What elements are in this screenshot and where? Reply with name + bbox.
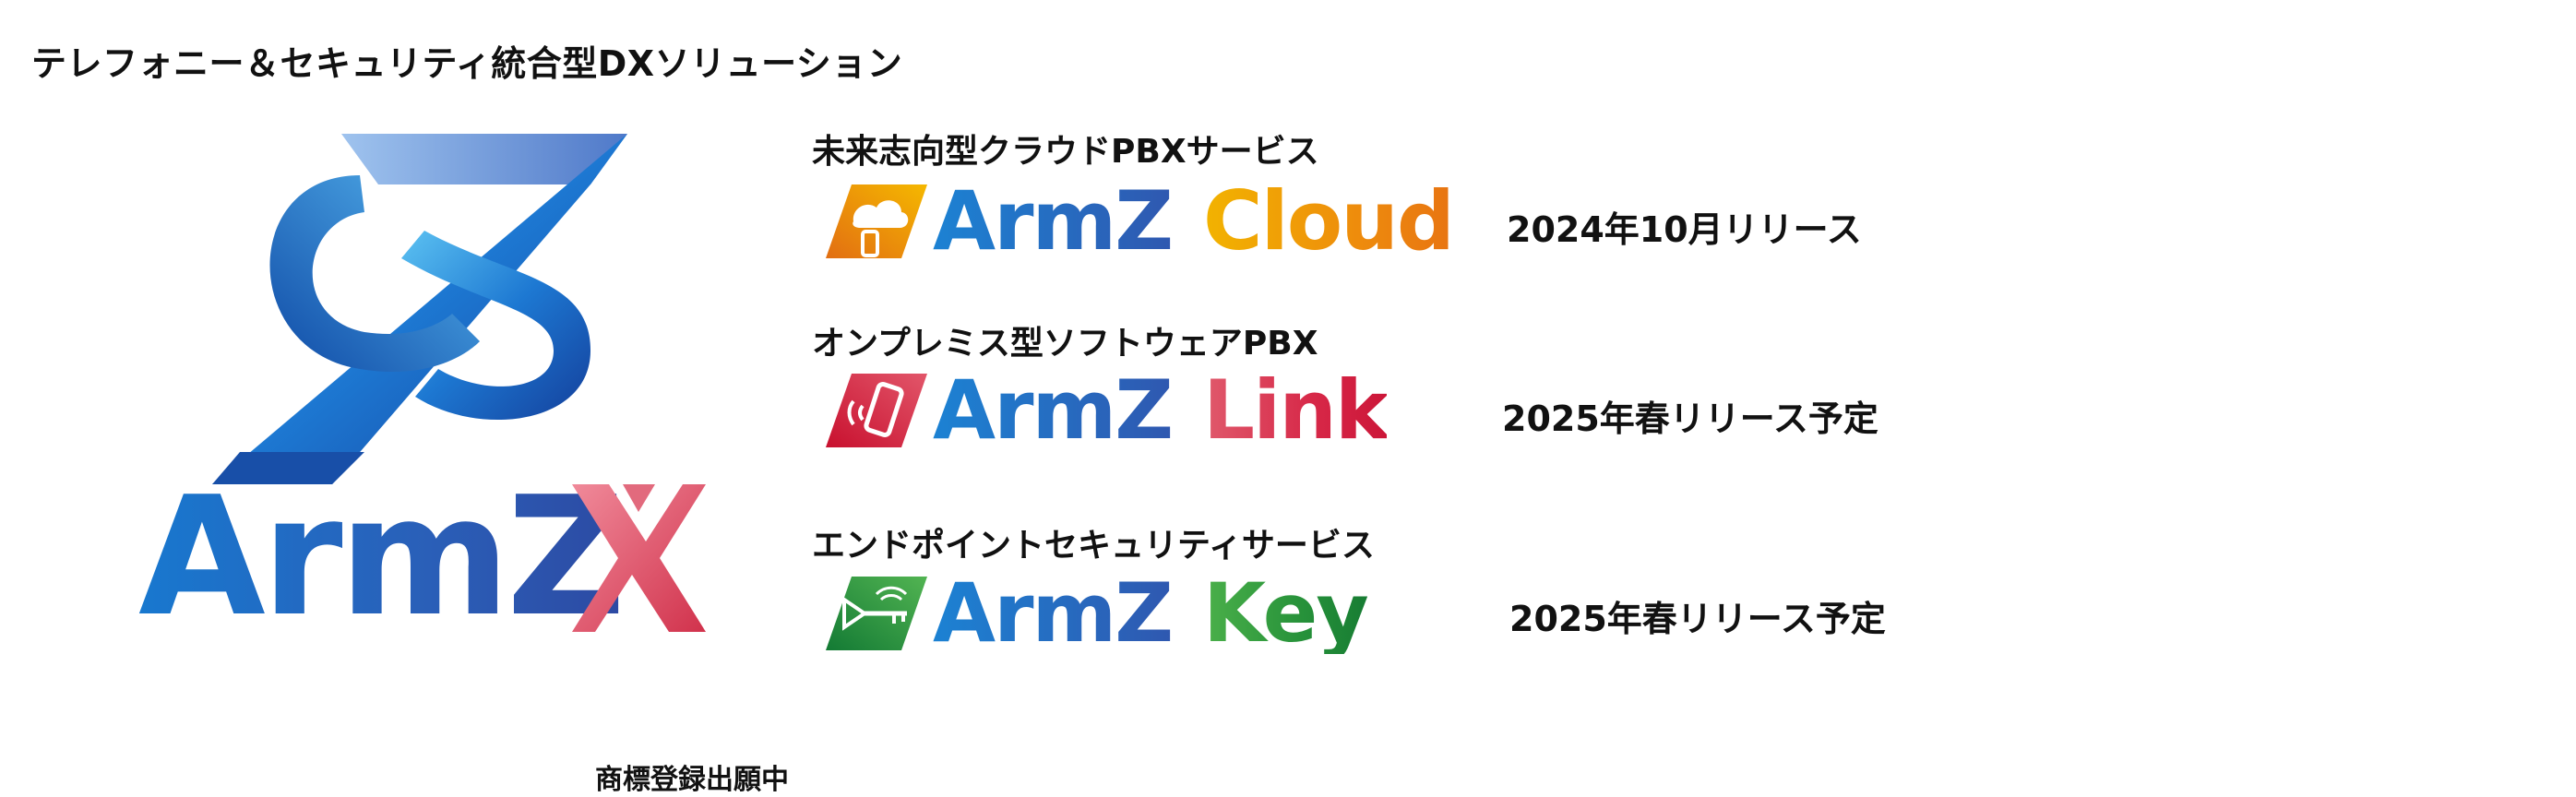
product-brand: ArmZ bbox=[933, 173, 1174, 268]
product-name: Key bbox=[1203, 565, 1369, 660]
product-category: エンドポイントセキュリティサービス bbox=[812, 527, 1375, 565]
release-date: 2024年10月リリース bbox=[1507, 209, 1862, 250]
product-name: Link bbox=[1203, 363, 1389, 458]
armz-x-logo: ArmZ 商標登録出願中 bbox=[129, 111, 789, 796]
trademark-note: 商標登録出願中 bbox=[595, 764, 789, 796]
armz-key-logo: ArmZ Key bbox=[826, 565, 1369, 660]
armz-link-logo: ArmZ Link bbox=[826, 363, 1389, 458]
product-brand: ArmZ bbox=[933, 363, 1174, 458]
product-brand: ArmZ bbox=[933, 565, 1174, 660]
armz-cloud-logo: ArmZ Cloud bbox=[826, 173, 1455, 268]
page-headline: テレフォニー＆セキュリティ統合型DXソリューション bbox=[31, 43, 903, 84]
armz-x-mark-icon bbox=[572, 484, 706, 632]
cloud-phone-icon bbox=[826, 184, 927, 258]
key-wifi-icon bbox=[826, 577, 927, 650]
product-category: 未来志向型クラウドPBXサービス bbox=[812, 133, 1319, 171]
release-date: 2025年春リリース予定 bbox=[1509, 599, 1886, 639]
smartphone-signal-icon bbox=[826, 374, 927, 447]
armz-wordmark: ArmZ bbox=[138, 461, 626, 652]
product-name: Cloud bbox=[1203, 173, 1455, 268]
product-category: オンプレミス型ソフトウェアPBX bbox=[812, 325, 1318, 363]
armz-ribbon-emblem-icon bbox=[212, 134, 627, 484]
release-date: 2025年春リリース予定 bbox=[1502, 398, 1878, 439]
